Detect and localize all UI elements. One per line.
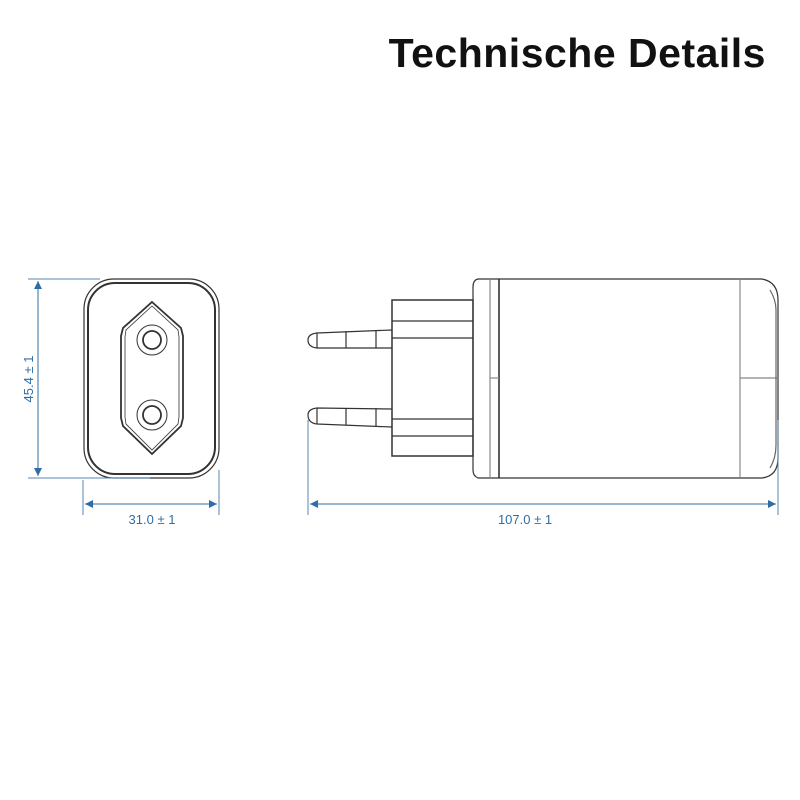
length-label: 107.0 ± 1: [498, 512, 552, 527]
dimension-lines: [28, 278, 779, 515]
page-title: Technische Details: [388, 30, 766, 76]
pin-hole-bottom: [136, 399, 168, 431]
charger-body: [472, 278, 779, 479]
height-label: 45.4 ± 1: [21, 356, 36, 403]
front-view: [83, 278, 220, 479]
socket-outline: [120, 300, 184, 456]
plug-base: [391, 299, 474, 457]
prong-bottom: [307, 407, 393, 428]
side-view: [307, 278, 779, 479]
pin-hole-top: [136, 324, 168, 356]
width-label: 31.0 ± 1: [129, 512, 176, 527]
prong-top: [307, 329, 393, 349]
